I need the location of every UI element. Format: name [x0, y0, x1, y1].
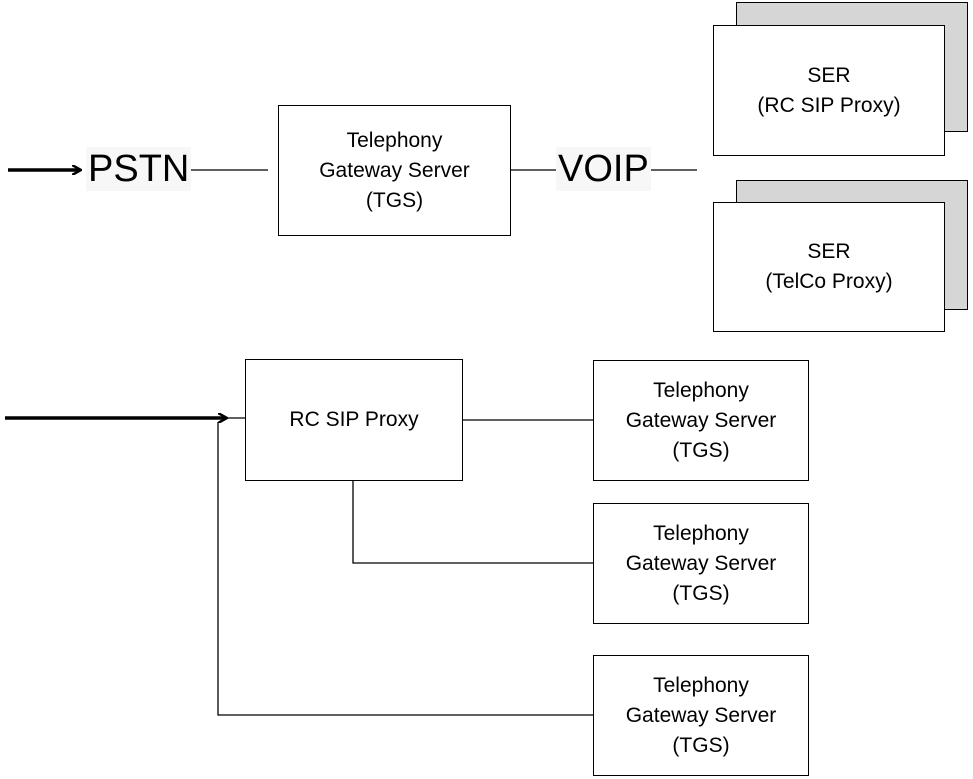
tgs-3-line1: Telephony: [653, 673, 749, 697]
tgs-top-line1: Telephony: [346, 128, 443, 152]
tgs-1-line3: (TGS): [672, 438, 730, 462]
rc-sip-proxy-label: RC SIP Proxy: [289, 408, 419, 431]
tgs-2-line3: (TGS): [672, 581, 730, 605]
ser-telco-line1: SER: [807, 240, 851, 263]
ser-rc-sip-proxy-box: SER (RC SIP Proxy): [713, 25, 945, 156]
tgs-box-1: Telephony Gateway Server (TGS): [593, 360, 809, 481]
tgs-1-line1: Telephony: [653, 378, 749, 402]
tgs-box-2: Telephony Gateway Server (TGS): [593, 503, 809, 624]
tgs-box-top: Telephony Gateway Server (TGS): [278, 105, 511, 236]
proxy-to-tgs-2-line: [352, 481, 593, 564]
ser-rc-line1: SER: [807, 63, 851, 87]
ser-telco-proxy-box: SER (TelCo Proxy): [713, 202, 945, 332]
ser-telco-line2: (TelCo Proxy): [765, 270, 893, 293]
tgs-top-line3: (TGS): [365, 188, 424, 212]
tgs-1-line2: Gateway Server: [625, 408, 777, 432]
tgs-2-line2: Gateway Server: [625, 551, 777, 575]
tgs-3-line2: Gateway Server: [625, 703, 777, 727]
tgs-top-line2: Gateway Server: [319, 158, 470, 182]
rc-sip-proxy-box: RC SIP Proxy: [245, 359, 463, 481]
tgs-3-line3: (TGS): [672, 733, 730, 757]
pstn-label: PSTN: [86, 147, 192, 191]
branch-to-tgs-3-line: [217, 422, 593, 716]
tgs-box-3: Telephony Gateway Server (TGS): [593, 655, 809, 776]
ser-rc-line2: (RC SIP Proxy): [757, 93, 901, 117]
tgs-2-line1: Telephony: [653, 521, 749, 545]
voip-label: VOIP: [556, 147, 651, 191]
